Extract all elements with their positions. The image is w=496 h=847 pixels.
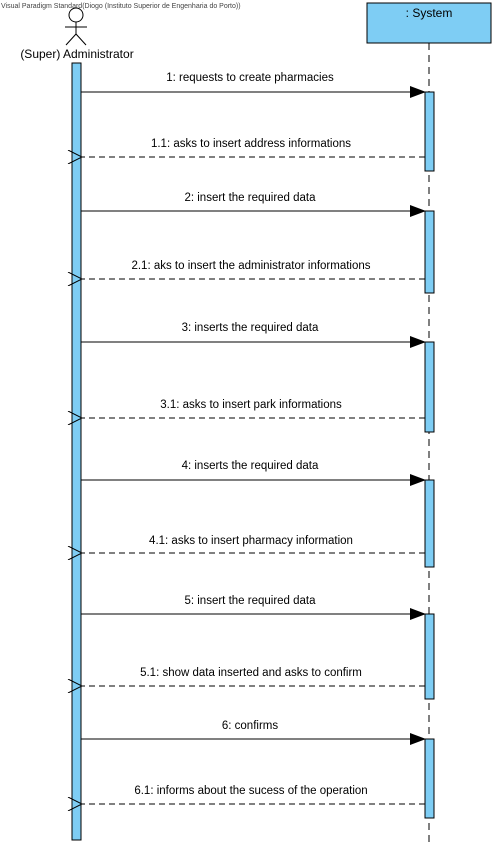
system-object-label: : System bbox=[406, 6, 453, 20]
message-label: 6.1: informs about the sucess of the ope… bbox=[134, 785, 367, 797]
message-label: 6: confirms bbox=[222, 720, 278, 732]
system-activation-bar bbox=[424, 210, 435, 294]
message-label: 2.1: aks to insert the administrator inf… bbox=[131, 260, 370, 272]
actor-icon bbox=[65, 7, 87, 46]
system-activation-bar bbox=[424, 341, 435, 433]
message-label: 1.1: asks to insert address informations bbox=[151, 138, 351, 150]
message-label: 4: inserts the required data bbox=[182, 460, 319, 472]
message-label: 4.1: asks to insert pharmacy information bbox=[149, 535, 353, 547]
system-activation-bar bbox=[424, 738, 435, 819]
actor-activation-bar bbox=[71, 62, 82, 841]
message-label: 3: inserts the required data bbox=[182, 322, 319, 334]
message-label: 5: insert the required data bbox=[184, 595, 316, 607]
message-label: 3.1: asks to insert park informations bbox=[160, 399, 342, 411]
actor-label: (Super) Administrator bbox=[20, 47, 133, 61]
watermark-text: Visual Paradigm Standard(Diogo (Institut… bbox=[1, 3, 241, 10]
system-object-box bbox=[366, 2, 492, 44]
system-activation-bar bbox=[424, 613, 435, 700]
message-label: 2: insert the required data bbox=[184, 192, 316, 204]
system-activation-bar bbox=[424, 91, 435, 172]
system-activation-bar bbox=[424, 479, 435, 568]
message-label: 5.1: show data inserted and asks to conf… bbox=[140, 667, 362, 679]
message-label: 1: requests to create pharmacies bbox=[166, 72, 334, 84]
